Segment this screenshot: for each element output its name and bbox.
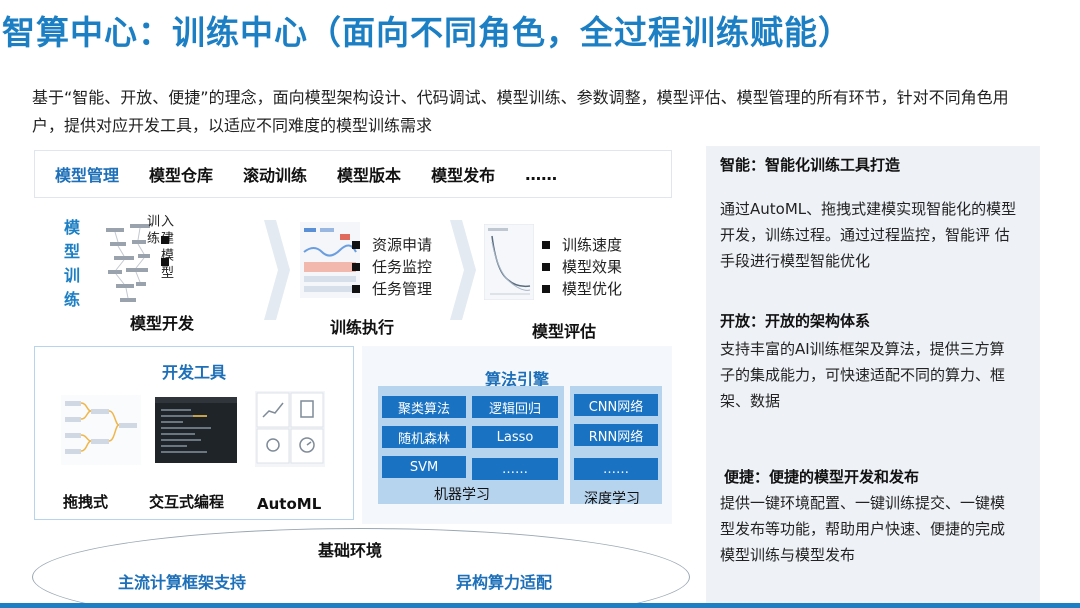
feature-intelligent-body: 通过AutoML、拖拽式建模实现智能化的模型开发，训练过程。通过过程监控，智能评… (720, 200, 1017, 270)
algo-lasso: Lasso (472, 426, 558, 448)
machine-learning-group: 聚类算法 逻辑回归 随机森林 Lasso SVM …… 机器学习 (378, 386, 564, 504)
algo-dl-more: …… (574, 458, 658, 480)
page-title: 智算中心：训练中心（面向不同角色，全过程训练赋能） (2, 13, 852, 52)
chevron-right-icon (450, 220, 476, 320)
feature-convenient-body: 提供一键环境配置、一键训练提交、一键模 型发布等功能，帮助用户快速、便捷的完成 … (720, 494, 1006, 564)
bullet-square (161, 258, 169, 266)
machine-learning-caption: 机器学习 (434, 487, 490, 503)
tab-model-version[interactable]: 模型版本 (337, 166, 402, 185)
feature-open-head: 开放：开放的架构体系 (720, 312, 871, 330)
algo-cnn: CNN网络 (574, 394, 658, 416)
tool-drag-drop: 拖拽式 (63, 493, 109, 511)
bullet-training-speed: 训练速度 (562, 236, 623, 254)
model-dev-bullets (161, 236, 181, 266)
base-item-frameworks: 主流计算框架支持 (118, 573, 247, 592)
base-item-heterogeneous: 异构算力适配 (456, 573, 553, 592)
bullet-task-management: 任务管理 (372, 280, 433, 298)
training-exec-bullets: 资源申请 任务监控 任务管理 (352, 234, 432, 300)
deep-learning-group: CNN网络 RNN网络 …… 深度学习 (570, 386, 662, 507)
chevron-right-icon (264, 220, 290, 320)
bullet-model-effect: 模型效果 (562, 258, 623, 276)
model-eval-bullets: 训练速度 模型效果 模型优化 (542, 234, 622, 300)
algorithm-engine-panel: 算法引擎 聚类算法 逻辑回归 随机森林 Lasso SVM …… 机器学习 CN… (362, 346, 672, 524)
tab-model-management[interactable]: 模型管理 (55, 166, 120, 185)
tool-interactive-programming: 交互式编程 (149, 493, 225, 511)
algo-logistic-regression: 逻辑回归 (472, 396, 558, 418)
algo-random-forest: 随机森林 (382, 426, 466, 448)
stage-training-exec: 训练执行 (330, 318, 395, 337)
tab-rolling-training[interactable]: 滚动训练 (243, 166, 308, 185)
algo-rnn: RNN网络 (574, 424, 658, 446)
algorithm-engine-title: 算法引擎 (484, 370, 549, 389)
bottom-accent-bar (0, 603, 1080, 608)
deep-learning-caption: 深度学习 (584, 491, 640, 507)
stage-model-dev: 模型开发 (130, 314, 195, 333)
bullet-task-monitor: 任务监控 (372, 258, 433, 276)
feature-convenient-head: 便捷：便捷的模型开发和发布 (724, 468, 920, 486)
stage-model-eval: 模型评估 (532, 322, 597, 341)
feature-open-body: 支持丰富的AI训练框架及算法，提供三方算 子的集成能力，可快速适配不同的算力、框… (720, 340, 1006, 410)
intro-text: 基于“智能、开放、便捷”的理念，面向模型架构设计、代码调试、模型训练、参数调整，… (32, 88, 1009, 135)
tab-model-publish[interactable]: 模型发布 (431, 166, 496, 185)
interactive-programming-thumbnail (155, 397, 237, 463)
drag-drop-thumbnail (61, 395, 141, 465)
bullet-square (161, 236, 169, 244)
model-tabs: 模型管理 模型仓库 滚动训练 模型版本 模型发布 …… (34, 150, 672, 198)
feature-intelligent-head: 智能：智能化训练工具打造 (720, 156, 901, 174)
model-dev-thumbnail (106, 224, 150, 302)
algo-svm: SVM (382, 456, 466, 478)
features-panel: 智能：智能化训练工具打造 通过AutoML、拖拽式建模实现智能化的模型开发，训练… (706, 146, 1040, 608)
tool-automl: AutoML (257, 495, 322, 513)
bullet-resource-request: 资源申请 (372, 236, 433, 254)
automl-thumbnail (255, 391, 325, 467)
bullet-model-optimize: 模型优化 (562, 280, 623, 298)
tab-model-repository[interactable]: 模型仓库 (149, 166, 214, 185)
dev-tools-title: 开发工具 (161, 363, 226, 382)
tab-more[interactable]: …… (525, 164, 558, 184)
algo-ml-more: …… (472, 458, 558, 480)
model-training-label: 模 型 训 练 (63, 218, 80, 309)
model-eval-thumbnail (484, 224, 534, 300)
model-training-panel: 模 型 训 练 入 建 模 型 训 练 模型开发 (34, 200, 672, 341)
training-exec-thumbnail (300, 222, 360, 298)
base-environment-title: 基础环境 (318, 541, 383, 560)
algo-clustering: 聚类算法 (382, 396, 466, 418)
dev-tools-panel: 开发工具 (34, 346, 354, 520)
